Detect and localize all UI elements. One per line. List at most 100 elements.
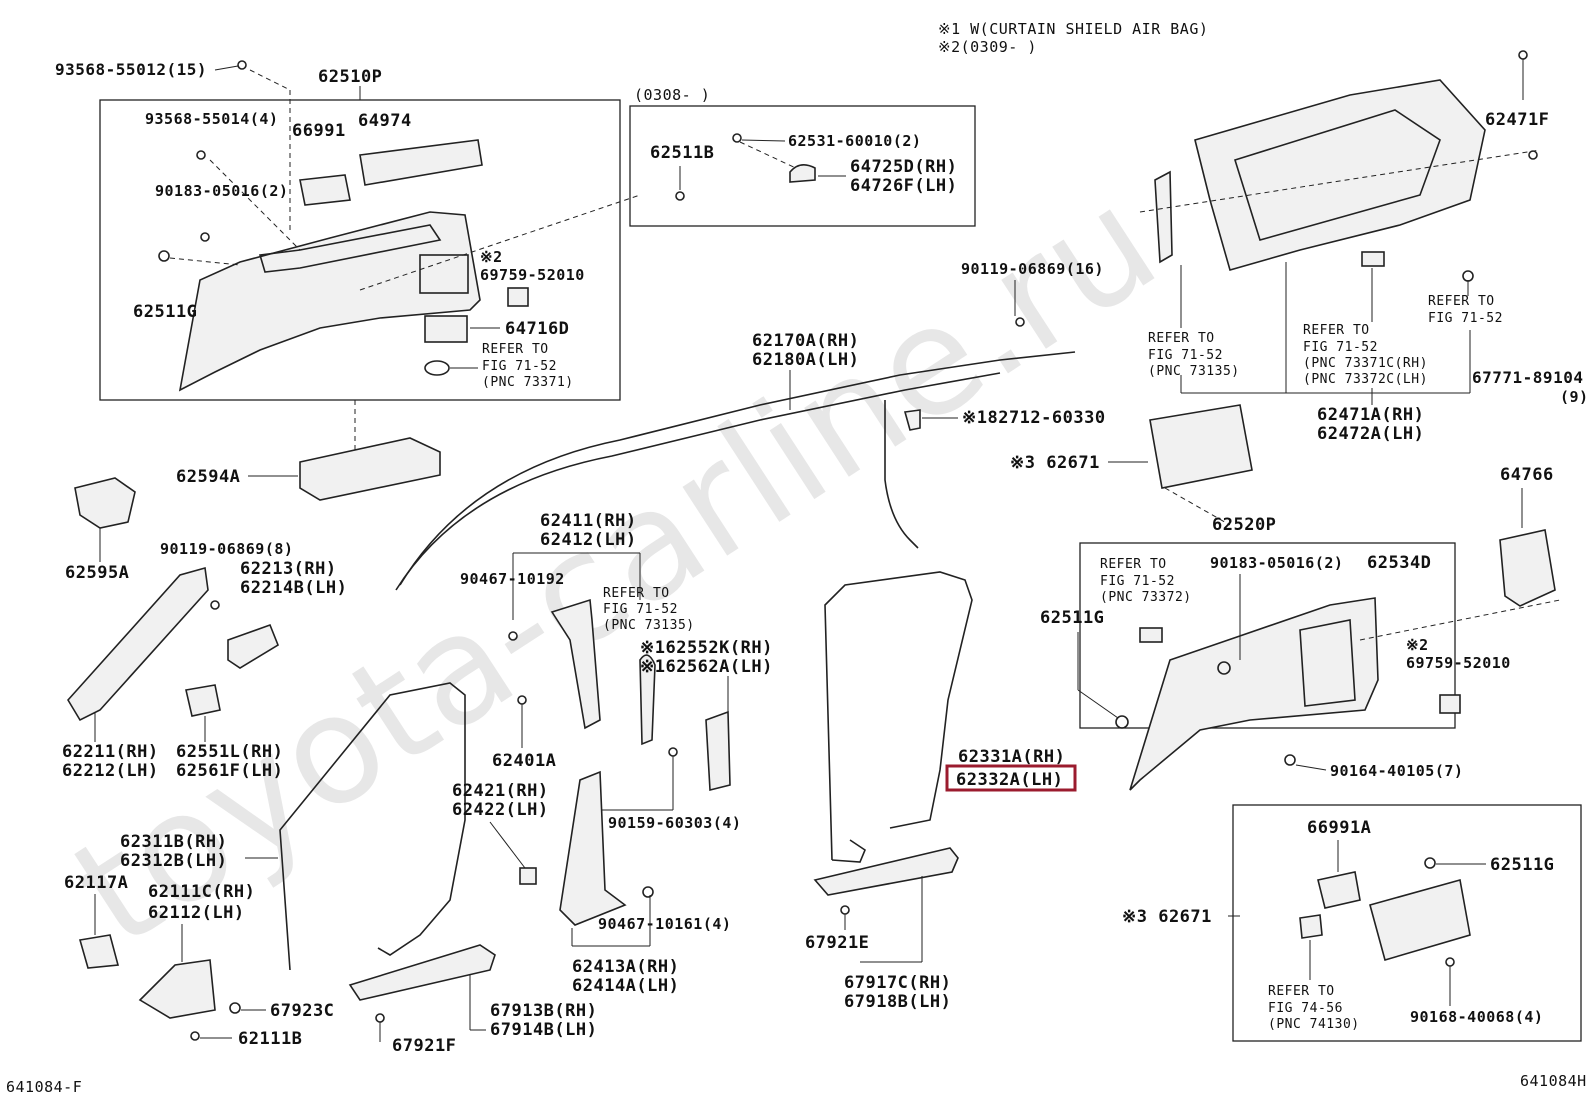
ref-f-line2: FIG 71-52 bbox=[1100, 574, 1175, 589]
label-64766: 64766 bbox=[1500, 465, 1554, 485]
leader-93568-55012 bbox=[214, 65, 239, 71]
label-67771-89104: 67771-89104 bbox=[1472, 368, 1583, 387]
dash-screw bbox=[209, 159, 301, 251]
label-note2-a: ※2 bbox=[480, 248, 503, 266]
group-frame-62520p bbox=[1079, 542, 1456, 729]
inset-date-label: (0308- ) bbox=[634, 86, 710, 104]
label-62511b: 62511B bbox=[650, 143, 714, 163]
label-93568-55014: 93568-55014(4) bbox=[145, 110, 278, 128]
part-64766-shape bbox=[1499, 529, 1556, 607]
figure-code-left: 641084-F bbox=[6, 1078, 82, 1096]
screw-90119-a bbox=[210, 600, 220, 610]
ref-e-line1: REFER TO bbox=[1428, 294, 1495, 309]
label-62511g-a: 62511G bbox=[133, 302, 197, 322]
ref-c-line2: FIG 71-52 bbox=[1148, 348, 1223, 363]
part-62471a-pillar bbox=[1194, 79, 1486, 271]
label-90119-06869-a: 90119-06869(8) bbox=[160, 540, 293, 558]
part-62534d-pocket bbox=[1299, 619, 1356, 707]
label-67921f: 67921F bbox=[392, 1036, 456, 1056]
label-62332a: 62332A(LH) bbox=[956, 770, 1063, 790]
label-62213: 62213(RH) bbox=[240, 559, 337, 579]
highlight-62332a bbox=[945, 764, 1077, 792]
part-66991-shape bbox=[299, 174, 351, 206]
screw-62471f-b bbox=[1528, 150, 1538, 160]
label-62331a: 62331A(RH) bbox=[958, 747, 1065, 767]
clip-67921f bbox=[375, 1013, 385, 1023]
part-62311b-weatherstrip bbox=[279, 682, 466, 971]
label-90467-10192: 90467-10192 bbox=[460, 570, 565, 588]
label-62511g-c: 62511G bbox=[1490, 855, 1554, 875]
part-64716d-shape bbox=[424, 315, 468, 343]
label-62471f: 62471F bbox=[1485, 110, 1549, 130]
part-62117a-shape bbox=[78, 934, 120, 969]
label-67914b: 67914B(LH) bbox=[490, 1020, 597, 1040]
label-62510p: 62510P bbox=[318, 67, 382, 87]
label-62111c: 62111C(RH) bbox=[148, 882, 255, 902]
dash-to-64766 bbox=[1359, 599, 1561, 641]
label-62421: 62421(RH) bbox=[452, 781, 549, 801]
ref-d-line2: FIG 71-52 bbox=[1303, 340, 1378, 355]
part-62111c-shape bbox=[138, 959, 216, 1019]
label-90119-06869-b: 90119-06869(16) bbox=[961, 260, 1104, 278]
label-62511g-b: 62511G bbox=[1040, 608, 1104, 628]
note-date-range: ※2(0309- ) bbox=[938, 38, 1037, 56]
cover-64725d-shape bbox=[789, 164, 816, 183]
part-62213-bracket bbox=[227, 623, 279, 669]
label-62212: 62212(LH) bbox=[62, 761, 159, 781]
ref-g-line2: FIG 74-56 bbox=[1268, 1001, 1343, 1016]
screw-90119-b bbox=[1015, 317, 1025, 327]
label-62551l: 62551L(RH) bbox=[176, 742, 283, 762]
dash-top-right bbox=[1139, 149, 1541, 213]
screw-90183-a bbox=[200, 232, 210, 242]
label-67771-qty: (9) bbox=[1560, 388, 1589, 406]
part-74130-clip bbox=[1299, 914, 1323, 939]
ref-d-line4: (PNC 73372C(LH) bbox=[1303, 372, 1428, 387]
label-62413a: 62413A(RH) bbox=[572, 957, 679, 977]
label-62472a: 62472A(LH) bbox=[1317, 424, 1424, 444]
label-67923c: 67923C bbox=[270, 1001, 334, 1021]
figure-code-right: 641084H bbox=[1520, 1072, 1587, 1090]
curtain-airbag-lower bbox=[395, 372, 1001, 591]
part-62595a-shape bbox=[74, 477, 136, 529]
ref-b-line1: REFER TO bbox=[603, 586, 670, 601]
ref-g-line3: (PNC 74130) bbox=[1268, 1017, 1360, 1032]
part-62471a-window bbox=[1233, 109, 1441, 241]
label-67913b: 67913B(RH) bbox=[490, 1001, 597, 1021]
clip-62511g-c bbox=[1424, 857, 1436, 869]
label-90159-60303: 90159-60303(4) bbox=[608, 814, 741, 832]
clip-62511g-b bbox=[1115, 715, 1129, 729]
label-162552k: ※162552K(RH) bbox=[640, 638, 773, 658]
screw-90164 bbox=[1284, 754, 1296, 766]
part-62331a-end bbox=[831, 839, 866, 863]
part-62413a-shape bbox=[559, 770, 627, 926]
ref-c-line3: (PNC 73135) bbox=[1148, 364, 1240, 379]
label-67918b: 67918B(LH) bbox=[844, 992, 951, 1012]
ref-c-line1: REFER TO bbox=[1148, 331, 1215, 346]
leader-62531 bbox=[741, 139, 786, 142]
label-62411: 62411(RH) bbox=[540, 511, 637, 531]
label-62594a: 62594A bbox=[176, 467, 240, 487]
label-62671-b: ※3 62671 bbox=[1122, 907, 1212, 927]
screw-62471f-a bbox=[1518, 50, 1528, 60]
screw-93568-55012 bbox=[237, 60, 247, 70]
label-62671-a: ※3 62671 bbox=[1010, 453, 1100, 473]
label-62111b: 62111B bbox=[238, 1029, 302, 1049]
clip-90467-10192 bbox=[508, 631, 518, 641]
ref-e-line2: FIG 71-52 bbox=[1428, 311, 1503, 326]
label-62312b: 62312B(LH) bbox=[120, 851, 227, 871]
part-62671-b-shape bbox=[1369, 878, 1471, 961]
inset-frame-0308 bbox=[629, 105, 976, 227]
label-64725d: 64725D(RH) bbox=[850, 157, 957, 177]
ref-f-line1: REFER TO bbox=[1100, 557, 1167, 572]
clip-62511b bbox=[675, 191, 685, 201]
label-62531-60010: 62531-60010(2) bbox=[788, 132, 921, 150]
trim-vent-grille bbox=[419, 254, 469, 294]
dash-to-inset bbox=[359, 194, 641, 291]
part-62411-pillar bbox=[550, 598, 601, 730]
label-62112: 62112(LH) bbox=[148, 903, 245, 923]
part-62411-trim bbox=[639, 654, 656, 746]
label-62170a: 62170A(RH) bbox=[752, 331, 859, 351]
part-62551l-shape bbox=[185, 684, 221, 717]
ref-a-line2: FIG 71-52 bbox=[482, 359, 557, 374]
